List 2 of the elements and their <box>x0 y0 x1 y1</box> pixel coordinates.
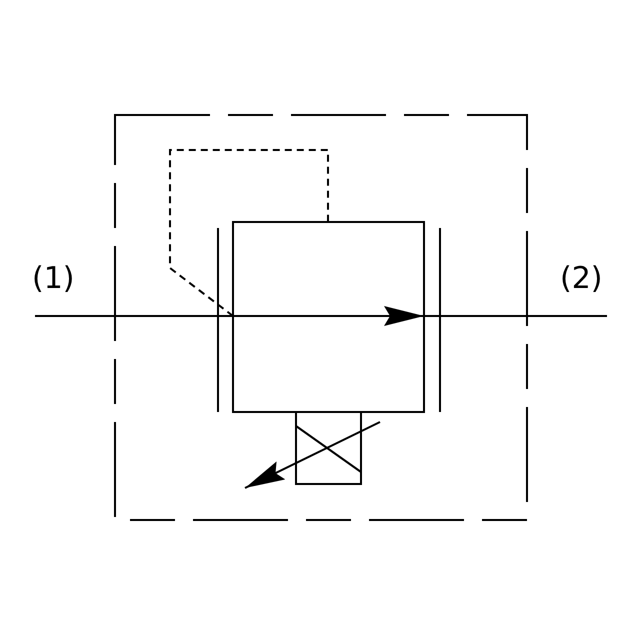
port-label: (1) <box>32 262 74 296</box>
port-label: (2) <box>560 262 602 296</box>
